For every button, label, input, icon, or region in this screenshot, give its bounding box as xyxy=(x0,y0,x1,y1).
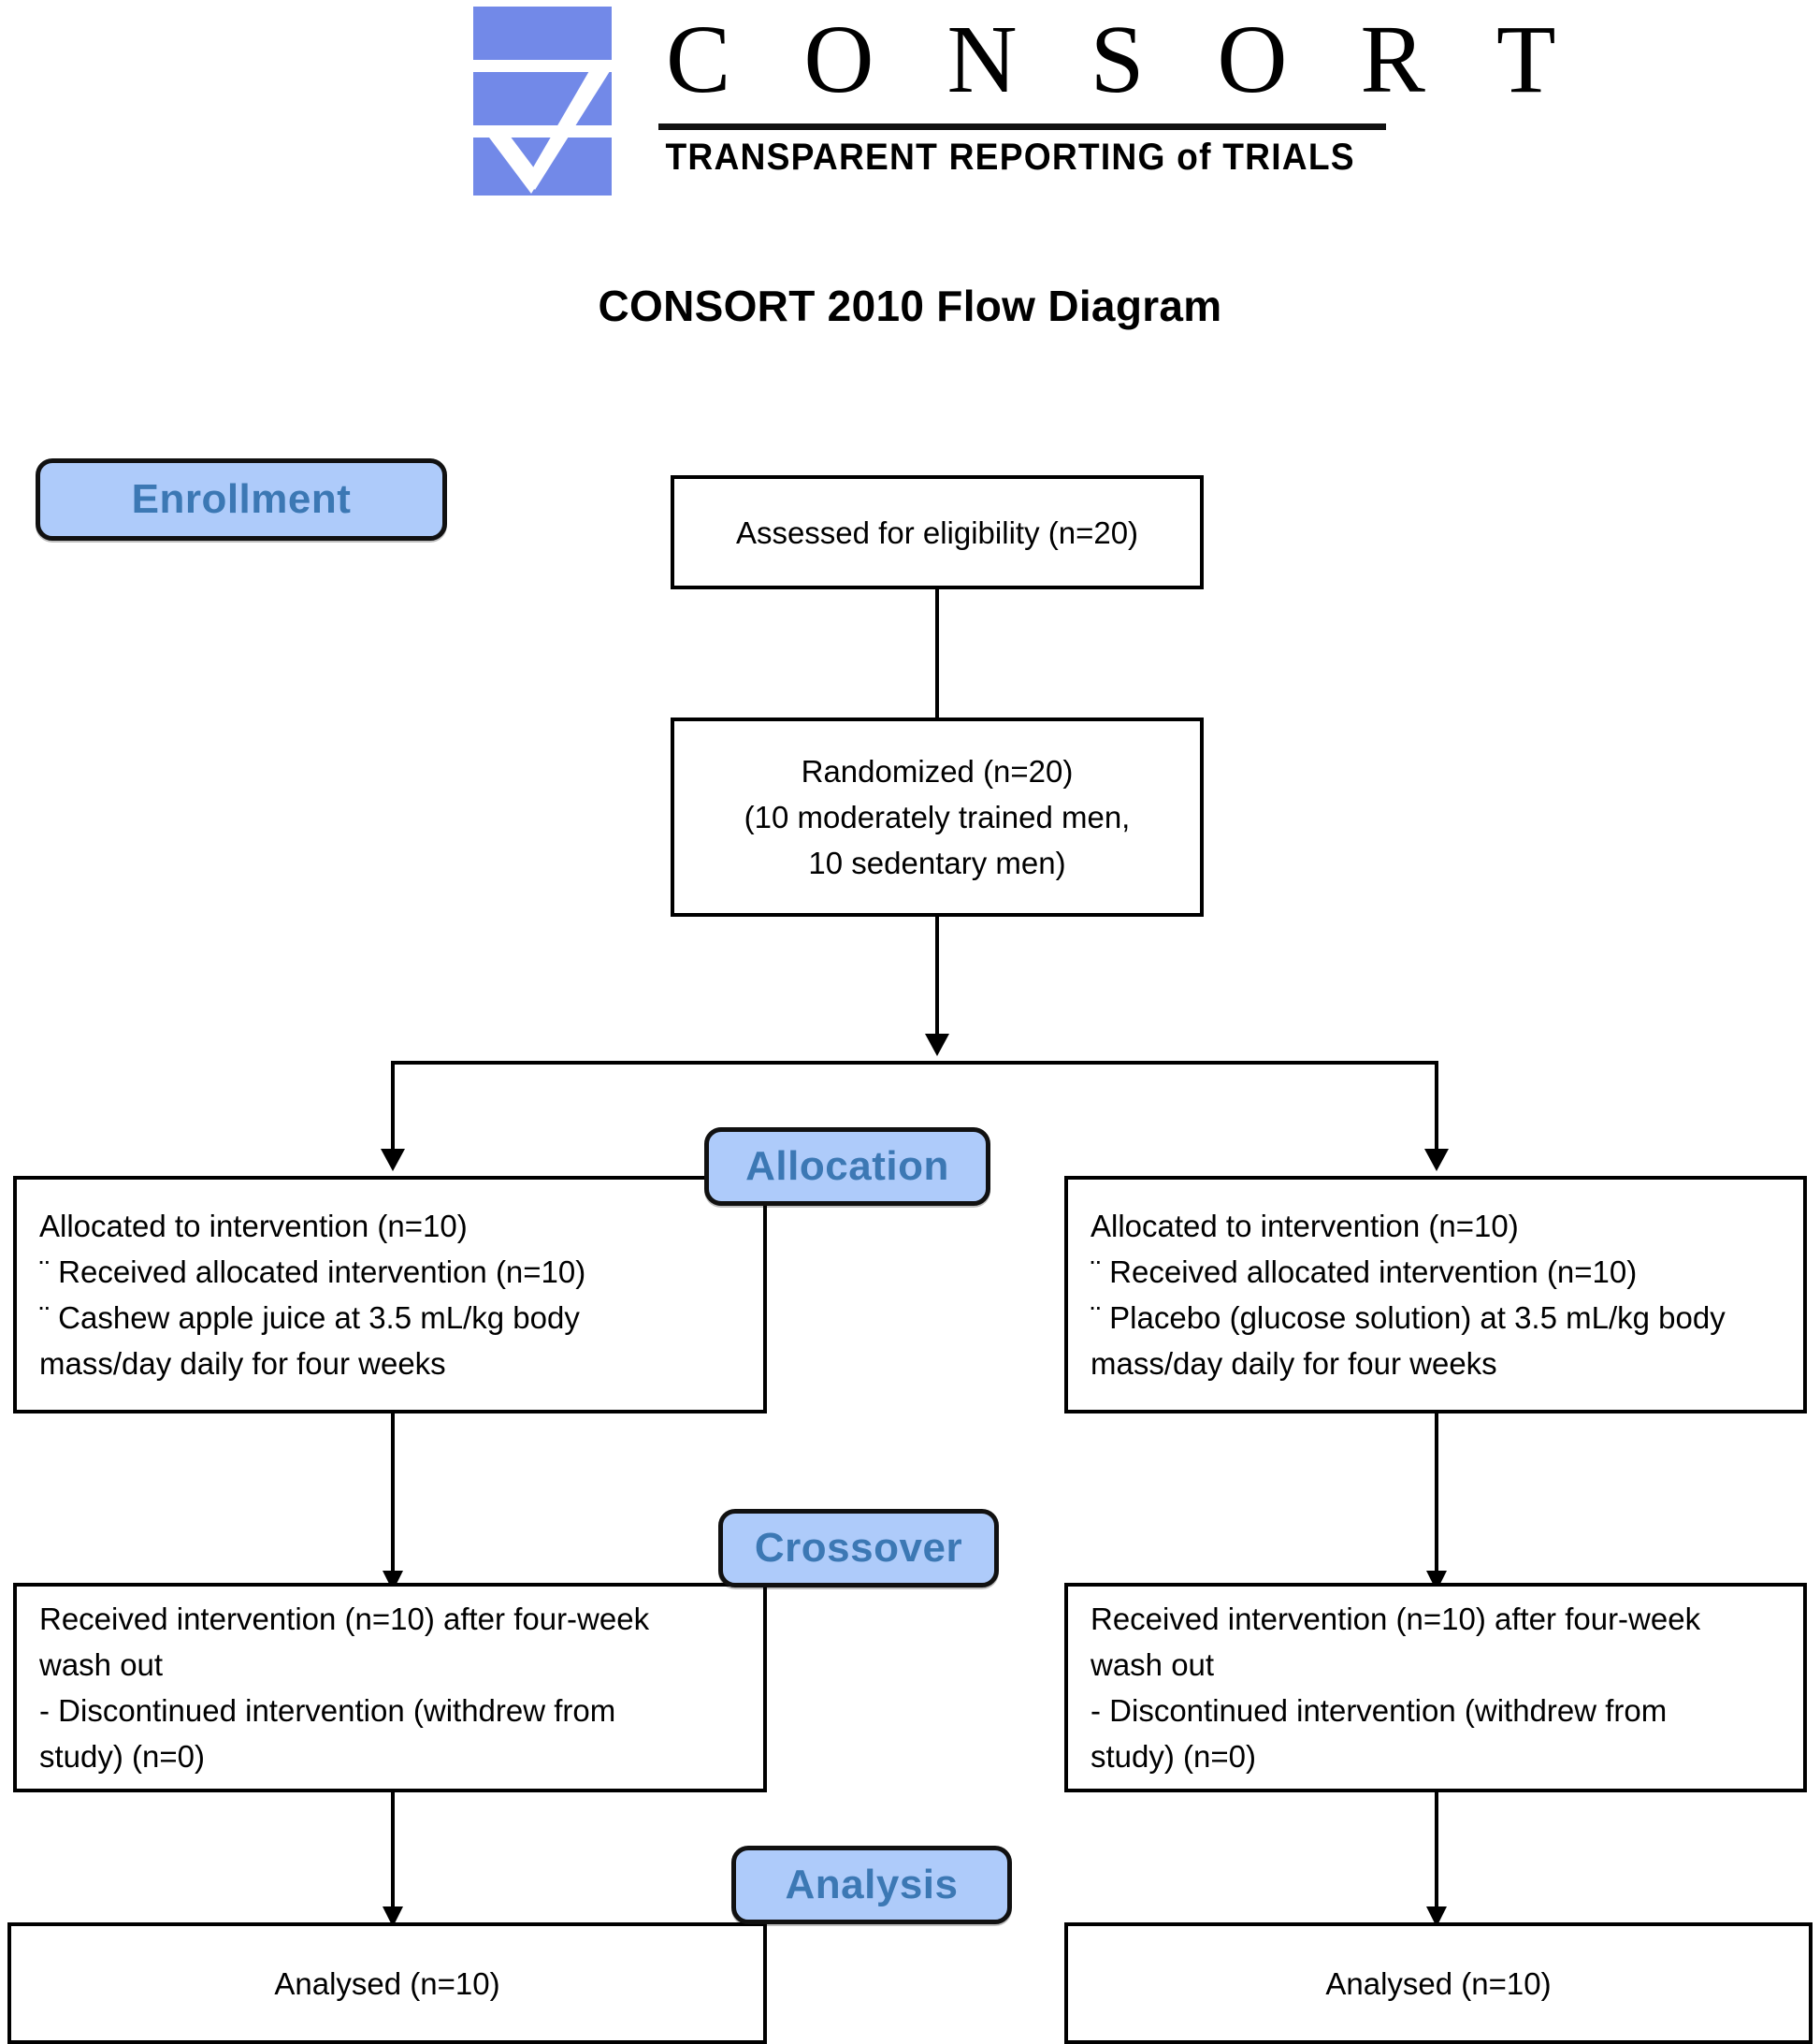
stage-label-crossover-text: Crossover xyxy=(754,1525,963,1571)
consort-logo-mark-icon xyxy=(473,7,612,196)
connector-crossover-left-to-analysis-left xyxy=(391,1792,395,1910)
box-randomized-line-2: (10 moderately trained men, xyxy=(744,800,1131,834)
box-analysis-left-text: Analysed (n=10) xyxy=(274,1965,500,2001)
box-allocation-left-line-4: mass/day daily for four weeks xyxy=(39,1346,446,1381)
box-allocation-left-line-3: ¨ Cashew apple juice at 3.5 mL/kg body xyxy=(39,1300,580,1335)
box-crossover-right-line-4: study) (n=0) xyxy=(1091,1739,1256,1774)
box-allocation-right-line-3: ¨ Placebo (glucose solution) at 3.5 mL/k… xyxy=(1091,1300,1726,1335)
connector-split-left-drop xyxy=(391,1061,395,1152)
arrowhead-analysis-left-icon xyxy=(383,1906,403,1927)
stage-label-allocation-text: Allocation xyxy=(745,1143,949,1189)
box-allocation-left-line-2: ¨ Received allocated intervention (n=10) xyxy=(39,1254,586,1289)
arrowhead-randomized-down-icon xyxy=(925,1034,949,1056)
box-crossover-right-line-2: wash out xyxy=(1091,1647,1215,1682)
box-randomized: Randomized (n=20) (10 moderately trained… xyxy=(671,718,1204,917)
stage-label-allocation: Allocation xyxy=(704,1127,990,1206)
arrowhead-split-left-icon xyxy=(381,1149,405,1171)
box-assessed-eligibility: Assessed for eligibility (n=20) xyxy=(671,475,1204,589)
box-crossover-left-text: Received intervention (n=10) after four-… xyxy=(17,1596,763,1779)
connector-eligibility-to-randomized xyxy=(935,589,939,718)
consort-logo: C O N S O R T TRANSPARENT REPORTING of T… xyxy=(473,2,1581,206)
box-crossover-right-line-1: Received intervention (n=10) after four-… xyxy=(1091,1602,1701,1636)
box-allocation-right-text: Allocated to intervention (n=10) ¨ Recei… xyxy=(1068,1203,1803,1386)
box-randomized-line-1: Randomized (n=20) xyxy=(801,754,1074,789)
arrowhead-analysis-right-icon xyxy=(1426,1906,1447,1927)
stage-label-enrollment: Enrollment xyxy=(36,458,447,541)
box-analysis-left: Analysed (n=10) xyxy=(7,1922,767,2044)
consort-wordmark: C O N S O R T xyxy=(666,6,1581,113)
box-allocation-right-line-2: ¨ Received allocated intervention (n=10) xyxy=(1091,1254,1638,1289)
box-crossover-right-line-3: - Discontinued intervention (withdrew fr… xyxy=(1091,1693,1668,1728)
box-randomized-line-3: 10 sedentary men) xyxy=(808,846,1066,880)
box-analysis-right: Analysed (n=10) xyxy=(1064,1922,1813,2044)
box-allocation-left: Allocated to intervention (n=10) ¨ Recei… xyxy=(13,1176,767,1413)
box-allocation-left-text: Allocated to intervention (n=10) ¨ Recei… xyxy=(17,1203,763,1386)
box-allocation-right: Allocated to intervention (n=10) ¨ Recei… xyxy=(1064,1176,1807,1413)
consort-tagline: TRANSPARENT REPORTING of TRIALS xyxy=(665,137,1355,178)
stage-label-analysis: Analysis xyxy=(731,1846,1012,1924)
box-crossover-left-line-3: - Discontinued intervention (withdrew fr… xyxy=(39,1693,616,1728)
box-allocation-right-line-4: mass/day daily for four weeks xyxy=(1091,1346,1497,1381)
stage-label-enrollment-text: Enrollment xyxy=(131,476,352,522)
connector-allocation-left-to-crossover-left xyxy=(391,1413,395,1574)
box-crossover-right: Received intervention (n=10) after four-… xyxy=(1064,1583,1807,1792)
box-assessed-eligibility-text: Assessed for eligibility (n=20) xyxy=(735,515,1139,550)
connector-split-right-drop xyxy=(1435,1061,1438,1152)
box-crossover-right-text: Received intervention (n=10) after four-… xyxy=(1068,1596,1803,1779)
connector-allocation-split-bus xyxy=(391,1061,1438,1065)
connector-crossover-right-to-analysis-right xyxy=(1435,1792,1438,1910)
box-allocation-left-line-1: Allocated to intervention (n=10) xyxy=(39,1209,468,1243)
stage-label-crossover: Crossover xyxy=(718,1509,999,1587)
connector-randomized-down xyxy=(935,917,939,1036)
box-crossover-left-line-4: study) (n=0) xyxy=(39,1739,205,1774)
consort-logo-text: C O N S O R T TRANSPARENT REPORTING of T… xyxy=(658,2,1581,203)
logo-divider-rule xyxy=(658,123,1386,130)
box-crossover-left: Received intervention (n=10) after four-… xyxy=(13,1583,767,1792)
connector-allocation-right-to-crossover-right xyxy=(1435,1413,1438,1574)
stage-label-analysis-text: Analysis xyxy=(785,1862,959,1907)
box-analysis-right-text: Analysed (n=10) xyxy=(1325,1965,1552,2001)
page-title: CONSORT 2010 Flow Diagram xyxy=(598,282,1222,330)
box-crossover-left-line-2: wash out xyxy=(39,1647,164,1682)
arrowhead-split-right-icon xyxy=(1424,1149,1449,1171)
box-allocation-right-line-1: Allocated to intervention (n=10) xyxy=(1091,1209,1519,1243)
box-randomized-text: Randomized (n=20) (10 moderately trained… xyxy=(674,748,1200,886)
box-crossover-left-line-1: Received intervention (n=10) after four-… xyxy=(39,1602,650,1636)
